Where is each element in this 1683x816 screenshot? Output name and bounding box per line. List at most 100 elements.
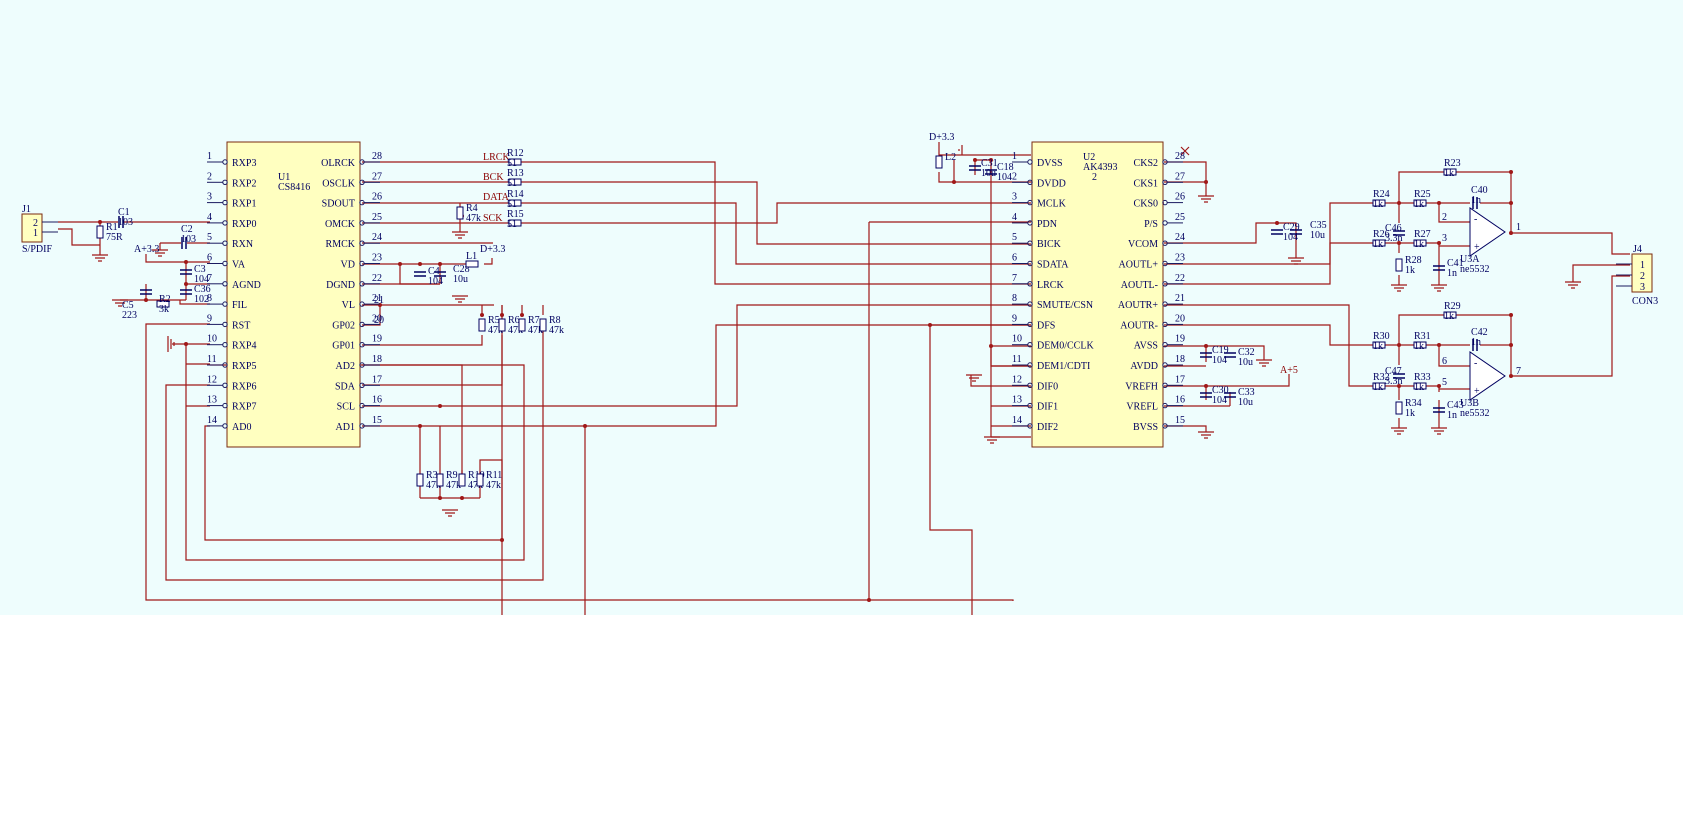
u2-pin-number: 4 bbox=[1012, 212, 1017, 223]
r9-ref: R9 bbox=[446, 470, 458, 481]
c47-ref: C47 bbox=[1385, 366, 1402, 377]
net-d33-u1: D+3.3 bbox=[480, 244, 505, 255]
c5-ref: C5 bbox=[122, 300, 134, 311]
r13-value: 51 bbox=[507, 178, 517, 189]
u1-pin-name: GP02 bbox=[332, 320, 355, 331]
u1-pin-name: OMCK bbox=[325, 219, 356, 230]
r5-value: 47k bbox=[488, 325, 503, 336]
c30-value: 104 bbox=[1212, 395, 1227, 406]
c31-ref: C31 bbox=[981, 158, 998, 169]
u1-pin-number: 5 bbox=[207, 232, 212, 243]
r5-ref: R5 bbox=[488, 315, 500, 326]
r23-value: 1k bbox=[1444, 168, 1454, 179]
net-d33-u2: D+3.3 bbox=[929, 132, 954, 143]
u2-pin-name: BVSS bbox=[1133, 422, 1158, 433]
u2-pins: 1DVSS2DVDD3MCLK4PDN5BICK6SDATA7LRCK8SMUT… bbox=[1012, 151, 1185, 433]
r30-value: 1k bbox=[1373, 341, 1383, 352]
u1-pin-name: FIL bbox=[232, 300, 247, 311]
j1-pin-1: 1 bbox=[33, 228, 38, 239]
u2-pin-name: DEM0/CCLK bbox=[1037, 341, 1094, 352]
u2-pin-name: CKS1 bbox=[1134, 178, 1158, 189]
c36-ref: C36 bbox=[194, 284, 211, 295]
svg-text:ne5532: ne5532 bbox=[1460, 408, 1489, 419]
u2-pin-name: DIF2 bbox=[1037, 422, 1058, 433]
net-data: DATA bbox=[483, 192, 510, 203]
op-amp-u3a: - + 2 3 1 U3A ne5532 bbox=[1442, 207, 1521, 275]
u2-pin-number: 8 bbox=[1012, 293, 1017, 304]
r27-ref: R27 bbox=[1414, 229, 1431, 240]
u2-pin-name: DVDD bbox=[1037, 178, 1066, 189]
c35-ref: C35 bbox=[1310, 220, 1327, 231]
c1-ref: C1 bbox=[118, 207, 130, 218]
u1-pin-number: 2 bbox=[207, 171, 212, 182]
c46-value: 3.3n bbox=[1385, 233, 1403, 244]
c29-ref: C29 bbox=[1283, 222, 1300, 233]
u1-pin-name: RXP1 bbox=[232, 199, 256, 210]
u2-pin-name: AVSS bbox=[1134, 341, 1158, 352]
c32-ref: C32 bbox=[1238, 347, 1255, 358]
r4-ref: R4 bbox=[466, 203, 478, 214]
svg-text:21: 21 bbox=[374, 295, 384, 306]
r6-value: 47k bbox=[508, 325, 523, 336]
c19-value: 104 bbox=[1212, 355, 1227, 366]
u2-pin-number: 27 bbox=[1175, 171, 1185, 182]
u2-pin-number: 6 bbox=[1012, 253, 1017, 264]
r29-value: 1k bbox=[1444, 311, 1454, 322]
u1-pin-name: AGND bbox=[232, 280, 261, 291]
r27-value: 1k bbox=[1414, 239, 1424, 250]
r2-ref: R2 bbox=[159, 294, 171, 305]
r8-value: 47k bbox=[549, 325, 564, 336]
svg-text:5: 5 bbox=[1442, 377, 1447, 388]
u1-pin-number: 13 bbox=[207, 395, 217, 406]
u2-pin-name: DEM1/CDTI bbox=[1037, 361, 1090, 372]
u1-pin-number: 17 bbox=[372, 374, 382, 385]
u2-pin-number: 7 bbox=[1012, 273, 1017, 284]
j1-connector: J1 2 1 S/PDIF bbox=[21, 204, 58, 255]
r29-ref: R29 bbox=[1444, 301, 1461, 312]
u2-pin-name: LRCK bbox=[1037, 280, 1064, 291]
r13-ref: R13 bbox=[507, 168, 524, 179]
j4-connector: J4 1 2 3 CON3 bbox=[1616, 244, 1658, 307]
svg-text:2: 2 bbox=[1092, 172, 1097, 183]
c41-ref: C41 bbox=[1447, 258, 1464, 269]
r6-ref: R6 bbox=[508, 315, 520, 326]
j4-name: CON3 bbox=[1632, 296, 1658, 307]
r33-ref: R33 bbox=[1414, 372, 1431, 383]
c2-ref: C2 bbox=[181, 224, 193, 235]
r24-value: 1k bbox=[1373, 199, 1383, 210]
svg-text:U3B: U3B bbox=[1460, 398, 1479, 409]
c29-value: 104 bbox=[1283, 232, 1298, 243]
u2-pin-number: 17 bbox=[1175, 374, 1185, 385]
c19-ref: C19 bbox=[1212, 345, 1229, 356]
u2-ref: U2 bbox=[1083, 152, 1095, 163]
u1-pin-name: RXP0 bbox=[232, 219, 256, 230]
u2-pin-name: MCLK bbox=[1037, 199, 1067, 210]
c1-value: 103 bbox=[118, 217, 133, 228]
c2-value: 103 bbox=[181, 234, 196, 245]
u1-ref: U1 bbox=[278, 172, 290, 183]
c5-value: 223 bbox=[122, 310, 137, 321]
svg-text:ne5532: ne5532 bbox=[1460, 264, 1489, 275]
u2-chip-body bbox=[1031, 141, 1164, 448]
u2-pin-number: 12 bbox=[1012, 374, 1022, 385]
u2-pin-name: PDN bbox=[1037, 219, 1057, 230]
c47-value: 3.3n bbox=[1385, 376, 1403, 387]
u1-pin-name: RXP7 bbox=[232, 402, 256, 413]
